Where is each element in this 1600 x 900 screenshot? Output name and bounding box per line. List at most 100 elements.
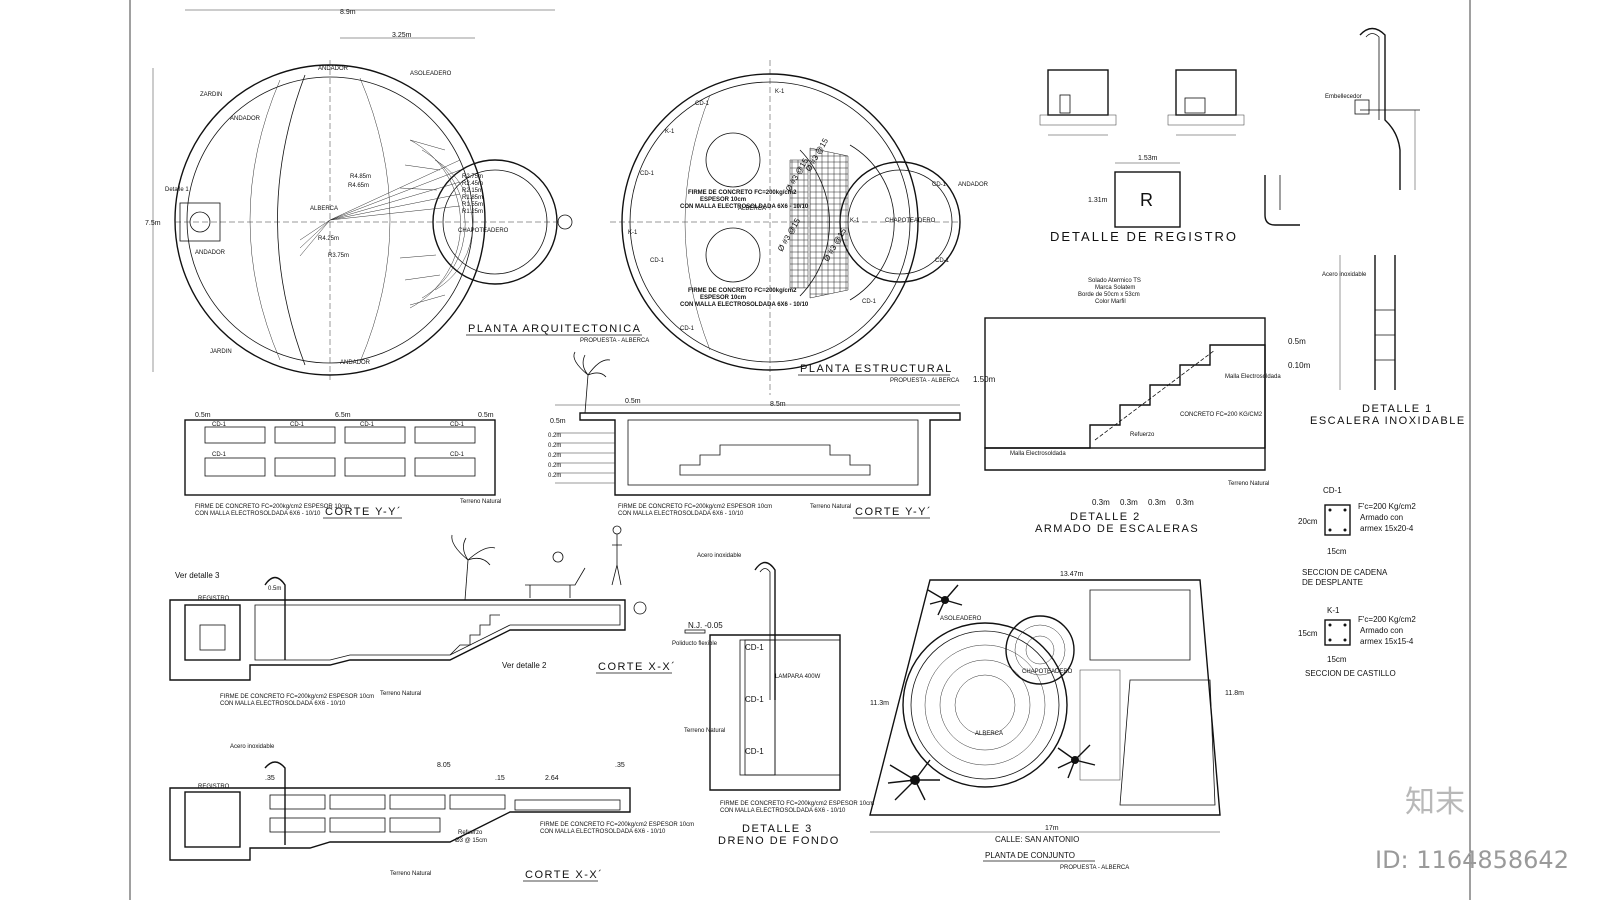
est-note-1a: FIRME DE CONCRETO FC=200kg/cm2	[688, 190, 797, 196]
est-note-1b: ESPESOR 10cm	[700, 197, 746, 203]
arq-dim-r8: R1.85m	[462, 195, 483, 201]
person-figure-icon	[611, 525, 622, 586]
planta-estructural: FIRME DE CONCRETO FC=200kg/cm2 ESPESOR 1…	[610, 60, 989, 408]
arq-label-andador-2: ANDADOR	[195, 250, 226, 256]
arq-label-detalle1: Detalle 1	[165, 187, 189, 193]
yy2-step-2: 0.2m	[548, 443, 561, 449]
castillo-spec1: F'c=200 Kg/cm2	[1358, 615, 1416, 624]
est-note-1c: CON MALLA ELECTROSOLDADA 6X6 - 10/10	[680, 204, 809, 210]
registro-letter: R	[1140, 190, 1153, 210]
arq-label-andador-3: ANDADOR	[340, 360, 371, 366]
yy1-ground: Terreno Natural	[460, 499, 501, 505]
yy1-cell-3: CD-1	[450, 422, 465, 428]
cadena-title2: DE DESPLANTE	[1302, 578, 1363, 587]
yy1-cell-4: CD-1	[212, 452, 227, 458]
conj-label-alberca: ALBERCA	[975, 731, 1003, 737]
detalle-3-dreno: Acero inoxidable N.J. -0.05 CD-1 CD-1 CD…	[672, 553, 874, 847]
castillo-spec3: armex 15x15-4	[1360, 637, 1414, 646]
est-cd1-a: CD-1	[695, 101, 710, 107]
conj-dim-bottom: 17m	[1045, 825, 1059, 832]
conj-dim-left: 11.3m	[870, 700, 889, 707]
castillo-tag: K-1	[1327, 606, 1340, 615]
est-label-alberca: ALBERCA	[738, 206, 766, 212]
est-subtitle: PROPUESTA - ALBERCA	[890, 378, 959, 384]
palm-tree-icon	[887, 759, 940, 801]
yy2-title: CORTE Y-Y´	[855, 506, 932, 518]
arq-dim-r6: R2.45m	[462, 181, 483, 187]
yy1-dim-b: 6.5m	[335, 412, 351, 419]
est-cd1-b: CD-1	[640, 171, 655, 177]
d2-label-3: Color Marfil	[1095, 299, 1126, 305]
xx1-label-ver3: Ver detalle 3	[175, 571, 220, 580]
cadena-w: 15cm	[1327, 547, 1347, 556]
xx1-title: CORTE X-X´	[598, 661, 676, 673]
arq-label-alberca: ALBERCA	[310, 206, 338, 212]
arq-subtitle: PROPUESTA - ALBERCA	[580, 338, 649, 344]
xx2-label-terreno: Terreno Natural	[390, 871, 431, 877]
castillo-title: SECCION DE CASTILLO	[1305, 669, 1396, 678]
yy1-title: CORTE Y-Y´	[325, 506, 402, 518]
xx1-note2: CON MALLA ELECTROSOLDADA 6X6 - 10/10	[220, 701, 346, 707]
arq-label-andador-4: ANDADOR	[318, 66, 349, 72]
cadena-spec3: armex 15x20-4	[1360, 524, 1414, 533]
d2-dim-c: 0.3m	[1148, 498, 1166, 507]
yy1-cell-0: CD-1	[212, 422, 227, 428]
cadena-spec1: F'c=200 Kg/cm2	[1358, 502, 1416, 511]
d2-label-concreto: CONCRETO FC=200 KG/CM2	[1180, 412, 1263, 418]
d3-label-acero: Acero inoxidable	[697, 553, 742, 559]
d2-label-refuerzo: Refuerzo	[1130, 432, 1155, 438]
d2-label-malla: Malla Electrosoldada	[1225, 374, 1281, 380]
xx2-dim-d: .35	[615, 762, 625, 769]
castillo-spec2: Armado con	[1360, 626, 1403, 635]
corte-xx-upper: Ver detalle 3 REGISTRO 0.5m Ver detalle …	[169, 525, 676, 707]
conj-subtitle: PROPUESTA - ALBERCA	[1060, 865, 1129, 871]
yy1-dim-a: 0.5m	[195, 412, 211, 419]
yy1-dim-c: 0.5m	[478, 412, 494, 419]
conj-label-asoleadero: ASOLEADERO	[940, 616, 982, 622]
d3-label-poliducto: Poliducto flexible	[672, 641, 718, 647]
yy1-note2: CON MALLA ELECTROSOLDADA 6X6 - 10/10	[195, 511, 321, 517]
xx2-dim-c: 2.64	[545, 775, 559, 782]
cadena-title1: SECCION DE CADENA	[1302, 568, 1388, 577]
d2-dim-d: 0.3m	[1176, 498, 1194, 507]
registro-dim-height: 1.31m	[1088, 197, 1108, 204]
d2-dim-b: 0.3m	[1120, 498, 1138, 507]
cadena-spec2: Armado con	[1360, 513, 1403, 522]
d1-title: DETALLE 1	[1362, 403, 1433, 415]
arq-dim-height: 7.5m	[145, 220, 161, 227]
d2-dim-150: 1.50m	[973, 375, 996, 384]
d2-label-2: Borde de 50cm x 53cm	[1078, 292, 1140, 298]
sun-lounger-icon	[525, 551, 586, 598]
yy2-note2: CON MALLA ELECTROSOLDADA 6X6 - 10/10	[618, 511, 744, 517]
detalle-registro: 1.53m R 1.31m DETALLE DE REGISTRO	[1050, 155, 1236, 244]
xx2-label-rebar: Ø3 @ 15cm	[455, 838, 487, 844]
xx2-note2: CON MALLA ELECTROSOLDADA 6X6 - 10/10	[540, 829, 666, 835]
arq-label-chapoteadero: CHAPOTEADERO	[458, 228, 509, 234]
arq-dim-r10: R1.25m	[462, 209, 483, 215]
d1-label-embellecedor: Embellecedor	[1325, 94, 1362, 100]
arq-label-andador-1: ANDADOR	[230, 116, 261, 122]
seccion-castillo: K-1 15cm 15cm F'c=200 Kg/cm2 Armado con …	[1298, 606, 1416, 678]
est-note-2a: FIRME DE CONCRETO FC=200kg/cm2	[688, 288, 797, 294]
d3-label-cd1-c: CD-1	[745, 747, 764, 756]
d3-label-cd1-b: CD-1	[745, 695, 764, 704]
d2-label-1: Marca Solatem	[1095, 285, 1135, 291]
seccion-cadena: CD-1 20cm 15cm F'c=200 Kg/cm2 Armado con…	[1298, 486, 1416, 587]
yy2-ground: Terreno Natural	[810, 504, 851, 510]
est-note-2b: ESPESOR 10cm	[700, 295, 746, 301]
est-k1-c: K-1	[628, 230, 638, 236]
d3-note2: CON MALLA ELECTROSOLDADA 6X6 - 10/10	[720, 808, 846, 814]
d2-title: DETALLE 2	[1070, 511, 1141, 523]
cadena-h: 20cm	[1298, 517, 1318, 526]
conj-title: PLANTA DE CONJUNTO	[985, 851, 1075, 860]
d2-label-terreno: Terreno Natural	[1228, 481, 1269, 487]
xx2-title: CORTE X-X´	[525, 869, 603, 881]
xx1-label-registro: REGISTRO	[198, 596, 230, 602]
arq-dim-r7: R2.15m	[462, 188, 483, 194]
palm-tree-icon	[1057, 744, 1096, 779]
est-label-chapoteadero: CHAPOTEADERO	[885, 218, 936, 224]
est-cd1-c: CD-1	[650, 258, 665, 264]
d2-dim-a: 0.3m	[1092, 498, 1110, 507]
xx2-label-refuerzo: Refuerzo	[458, 830, 483, 836]
arq-dim-r1: R4.85m	[350, 174, 371, 180]
